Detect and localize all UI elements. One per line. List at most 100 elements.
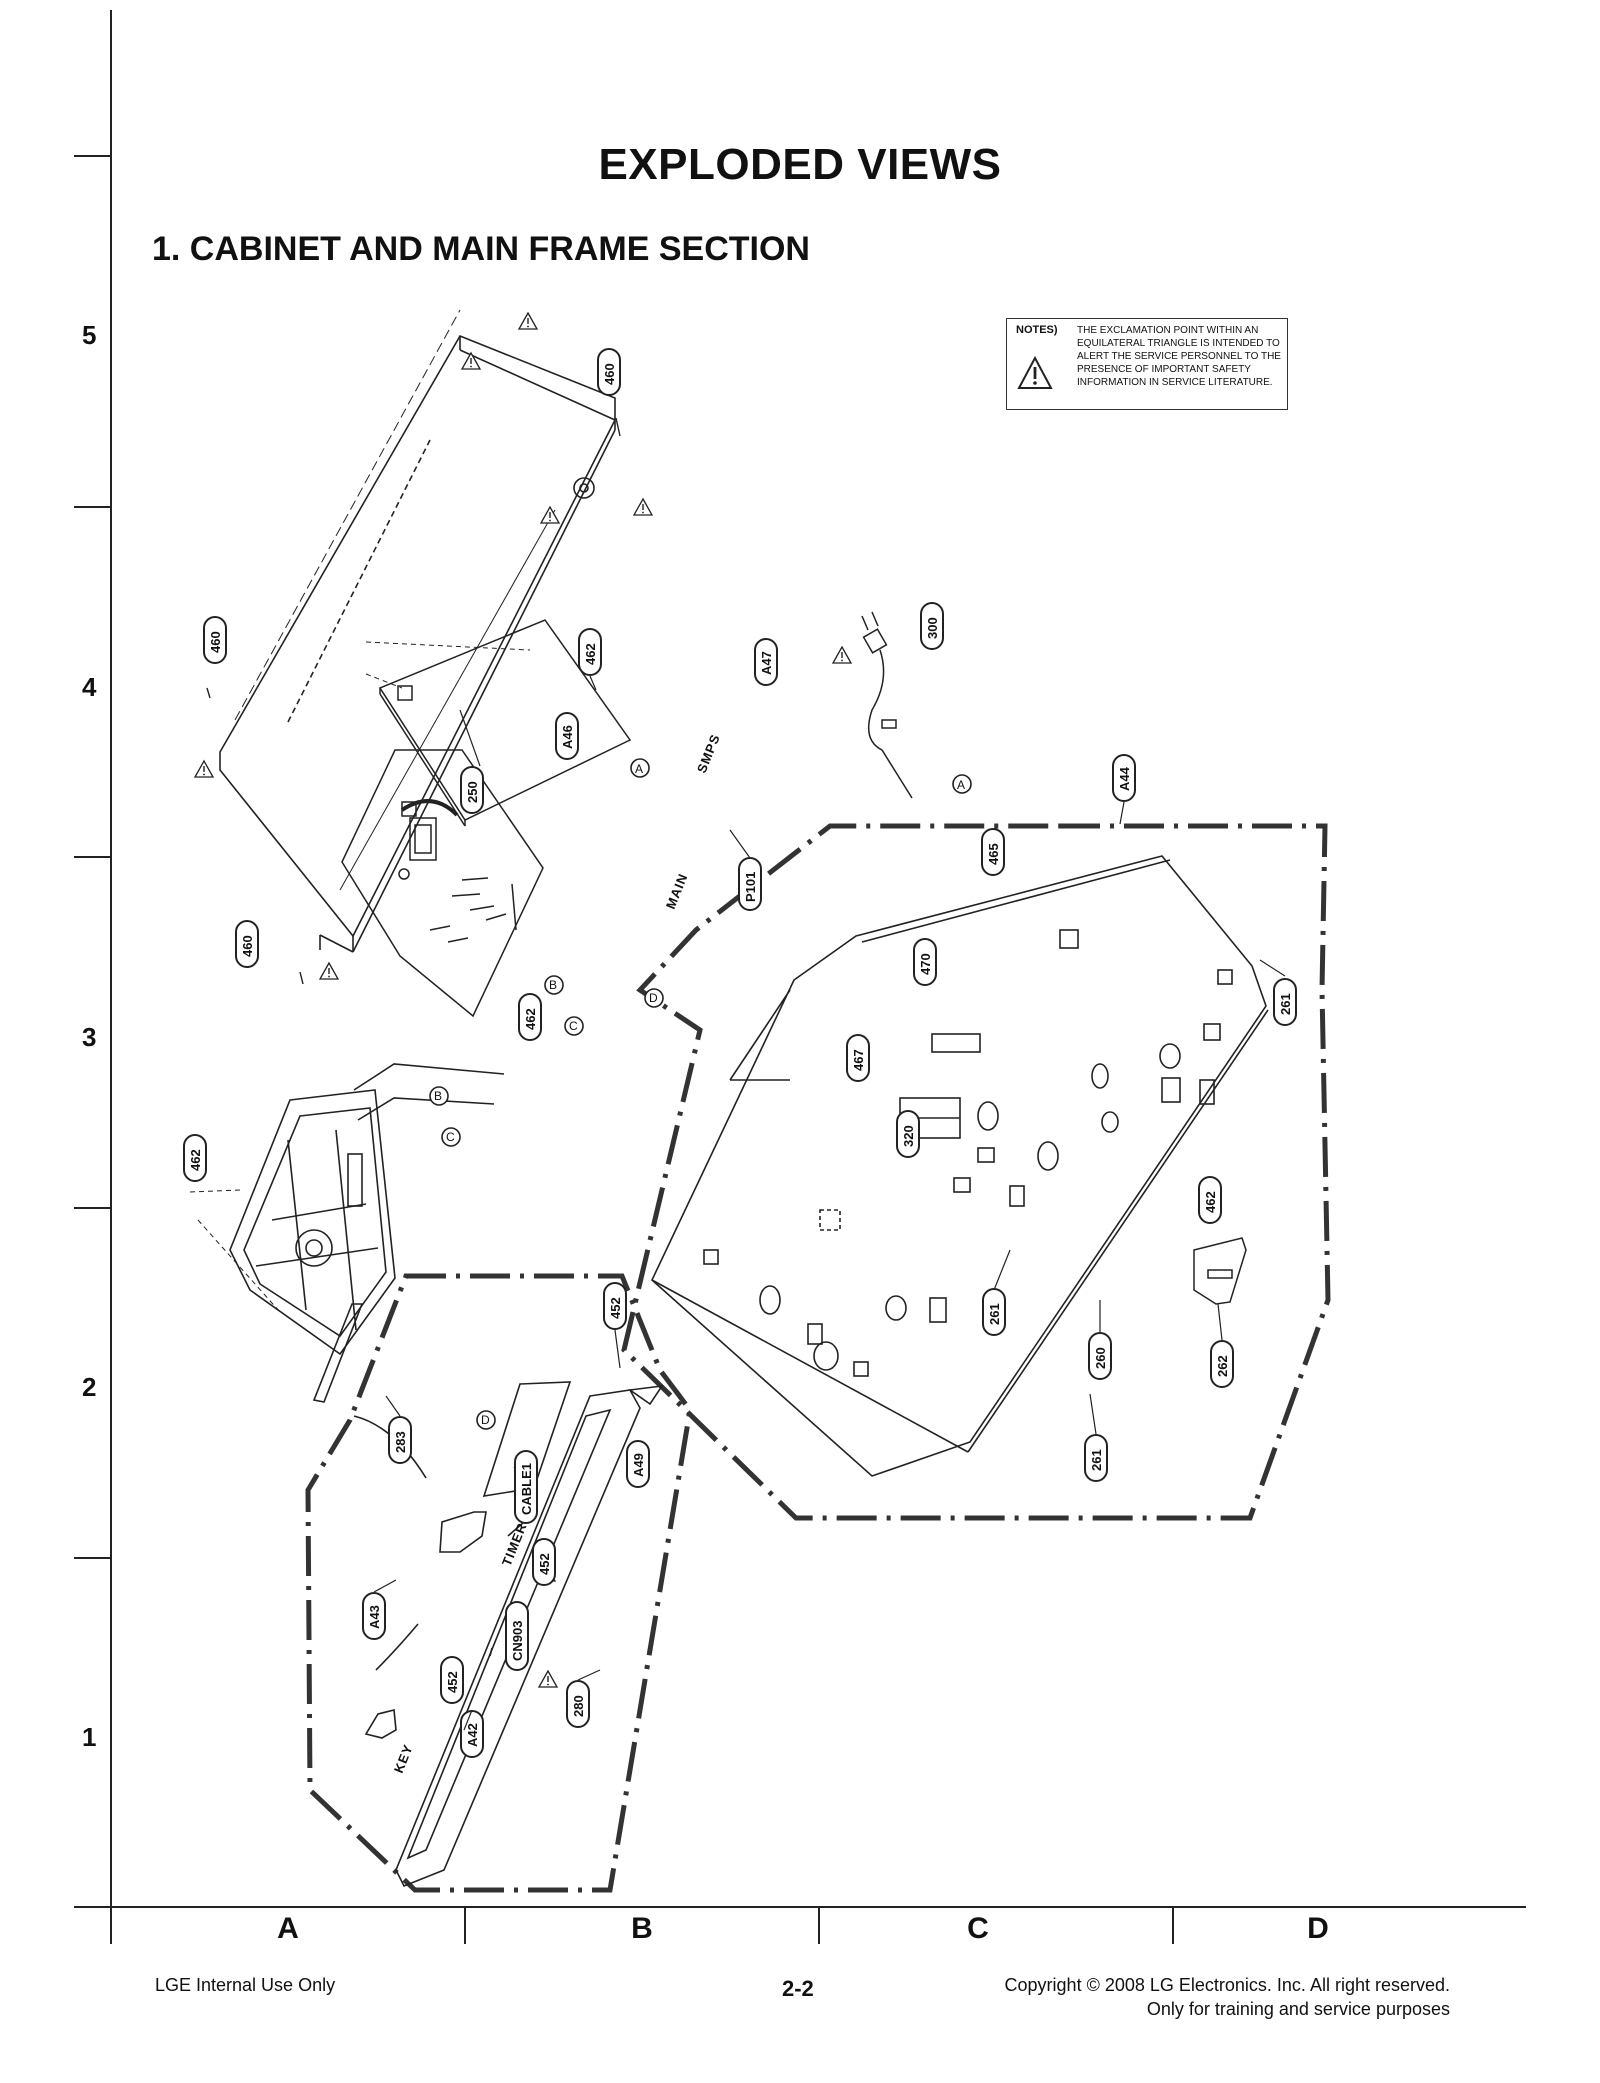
row-number-5: 5 [82, 320, 97, 350]
callout-470: 470 [913, 938, 937, 986]
row-number-2: 2 [82, 1372, 97, 1402]
row-number-3: 3 [82, 1022, 97, 1052]
footer-purpose: Only for training and service purposes [1146, 1999, 1450, 2019]
callout-462: 462 [518, 993, 542, 1041]
col-divider [110, 1906, 112, 1944]
callout-462: 462 [183, 1134, 207, 1182]
column-letter-b: B [631, 1912, 653, 1945]
callout-261: 261 [982, 1288, 1006, 1336]
front-panel-bar [312, 1303, 364, 1403]
svg-text:452: 452 [537, 1553, 552, 1575]
col-divider [818, 1906, 820, 1944]
chassis-callout-outline [621, 823, 1331, 1521]
callout-261: 261 [1273, 978, 1297, 1026]
svg-text:A49: A49 [631, 1453, 646, 1477]
section-title: 1. CABINET AND MAIN FRAME SECTION [152, 230, 810, 268]
screw-group [206, 417, 621, 985]
callout-261: 261 [1084, 1434, 1108, 1482]
connector-c-loader: C [441, 1127, 461, 1147]
connector-b-board: B [544, 975, 564, 995]
footer-copyright: Copyright © 2008 LG Electronics. Inc. Al… [1004, 1975, 1450, 1995]
rear-bracket [1193, 1237, 1247, 1305]
front-panel-callout-outline [305, 1273, 693, 1893]
callout-260: 260 [1088, 1332, 1112, 1380]
row-tick [74, 506, 110, 508]
connector-b-loader: B [429, 1086, 449, 1106]
callout-465: 465 [981, 828, 1005, 876]
callout-462: 462 [1198, 1176, 1222, 1224]
warning-triangle-icon [540, 506, 560, 524]
svg-text:C: C [446, 1130, 455, 1144]
page-title: EXPLODED VIEWS [598, 140, 1002, 189]
col-divider [464, 1906, 466, 1944]
smps-board [365, 619, 632, 827]
warning-triangle-icon [194, 760, 214, 778]
callout-280: 280 [566, 1680, 590, 1728]
svg-text:470: 470 [918, 953, 933, 975]
svg-text:283: 283 [393, 1431, 408, 1453]
connector-d-front: D [476, 1410, 496, 1430]
svg-text:462: 462 [1203, 1191, 1218, 1213]
callout-250: 250 [460, 766, 484, 814]
row-number-1: 1 [82, 1722, 97, 1752]
callout-467: 467 [846, 1034, 870, 1082]
power-cord [861, 611, 913, 799]
svg-text:262: 262 [1215, 1355, 1230, 1377]
smps-board-label: SMPS [694, 732, 723, 775]
connector-d-board: D [644, 988, 664, 1008]
svg-text:D: D [481, 1413, 490, 1427]
callout-A47: A47 [754, 638, 778, 686]
connector-c-board: C [564, 1016, 584, 1036]
callout-283: 283 [388, 1416, 412, 1464]
svg-text:CABLE1: CABLE1 [519, 1463, 534, 1515]
main-board [341, 749, 544, 1018]
warning-triangle-icon [538, 1670, 558, 1688]
warning-triangle-icon [319, 962, 339, 980]
callout-460: 460 [597, 348, 621, 396]
callout-460: 460 [235, 920, 259, 968]
warning-triangle-icon [1017, 356, 1053, 389]
callout-452: 452 [532, 1538, 556, 1586]
callout-452: 452 [440, 1656, 464, 1704]
svg-text:467: 467 [851, 1049, 866, 1071]
svg-text:A43: A43 [367, 1605, 382, 1629]
svg-text:465: 465 [986, 843, 1001, 865]
svg-text:460: 460 [602, 363, 617, 385]
connector-a-board: A [630, 758, 650, 778]
svg-text:280: 280 [571, 1695, 586, 1717]
row-tick [74, 155, 110, 157]
callout-452: 452 [603, 1282, 627, 1330]
column-letter-a: A [277, 1912, 299, 1945]
safety-notes-box: NOTES) THE EXCLAMATION POINT WITHIN AN E… [1006, 318, 1288, 410]
svg-text:462: 462 [188, 1149, 203, 1171]
top-cover [219, 309, 616, 953]
callout-P101: P101 [738, 857, 762, 911]
callout-462: 462 [578, 628, 602, 676]
leader-lines [373, 675, 1286, 1731]
svg-text:D: D [649, 991, 658, 1005]
svg-text:452: 452 [608, 1297, 623, 1319]
svg-text:452: 452 [445, 1671, 460, 1693]
svg-text:A: A [635, 762, 643, 776]
svg-text:462: 462 [583, 643, 598, 665]
left-frame-line [110, 10, 112, 1906]
row-tick [74, 856, 110, 858]
svg-text:A46: A46 [560, 725, 575, 749]
warning-triangle-icon [518, 312, 538, 330]
notes-text: THE EXCLAMATION POINT WITHIN AN EQUILATE… [1077, 325, 1281, 388]
svg-text:261: 261 [1278, 993, 1293, 1015]
svg-text:261: 261 [987, 1303, 1002, 1325]
main-board-label: MAIN [663, 871, 691, 911]
callout-A42: A42 [460, 1710, 484, 1758]
row-number-4: 4 [82, 672, 97, 702]
svg-text:A: A [957, 778, 965, 792]
disc-loader-assembly [189, 1063, 505, 1356]
svg-text:462: 462 [523, 1008, 538, 1030]
callout-262: 262 [1210, 1340, 1234, 1388]
svg-text:460: 460 [208, 631, 223, 653]
svg-text:A44: A44 [1117, 766, 1132, 791]
warning-triangle-icon [633, 498, 653, 516]
warning-triangle-icon [461, 352, 481, 370]
key-board-label: KEY [391, 1742, 416, 1775]
svg-text:C: C [569, 1019, 578, 1033]
